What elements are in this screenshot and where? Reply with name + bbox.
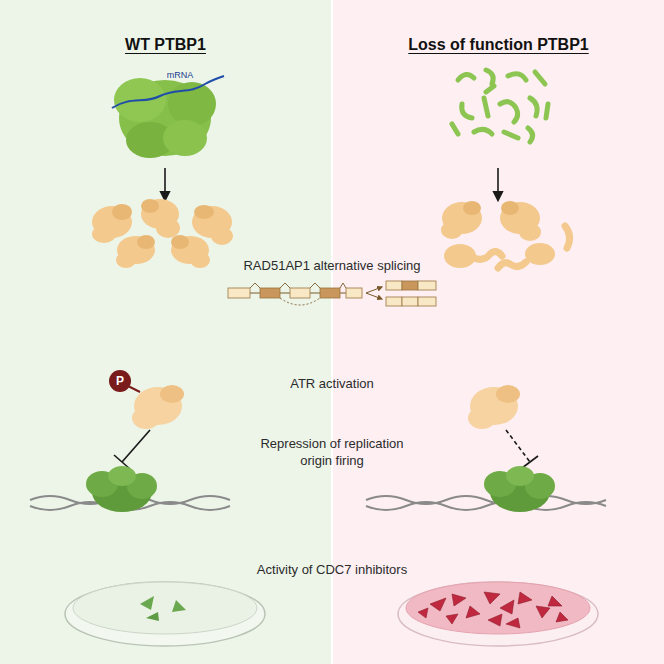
splicing-scheme <box>228 281 436 306</box>
weak-inhibition-line <box>506 430 538 468</box>
molecule-label: mRNA <box>167 70 194 82</box>
process-label: ATR activation <box>290 376 374 393</box>
process-label: Repression of replication origin firing <box>247 436 417 470</box>
arrow <box>164 168 166 200</box>
phospho-link <box>128 386 140 392</box>
phosphate-circle: P <box>109 370 131 392</box>
panel-title: WT PTBP1 <box>0 36 331 54</box>
fragmented-ptbp1 <box>452 70 548 142</box>
ptbp1-protein <box>112 76 224 158</box>
protein <box>468 385 520 429</box>
condition-panel: Loss of function PTBP1 <box>333 0 664 664</box>
culture-dish <box>398 582 598 646</box>
process-label: RAD51AP1 alternative splicing <box>243 258 420 275</box>
panel-title: Loss of function PTBP1 <box>333 36 664 54</box>
rad51ap1-proteins <box>441 201 570 268</box>
arrow <box>497 168 499 200</box>
culture-dish <box>65 582 265 646</box>
phosphate-text: P <box>116 375 124 387</box>
inhibition-line <box>114 430 150 469</box>
process-label: Activity of CDC7 inhibitors <box>257 562 407 579</box>
origin-complex <box>86 466 555 512</box>
rad51ap1-proteins <box>92 199 233 268</box>
